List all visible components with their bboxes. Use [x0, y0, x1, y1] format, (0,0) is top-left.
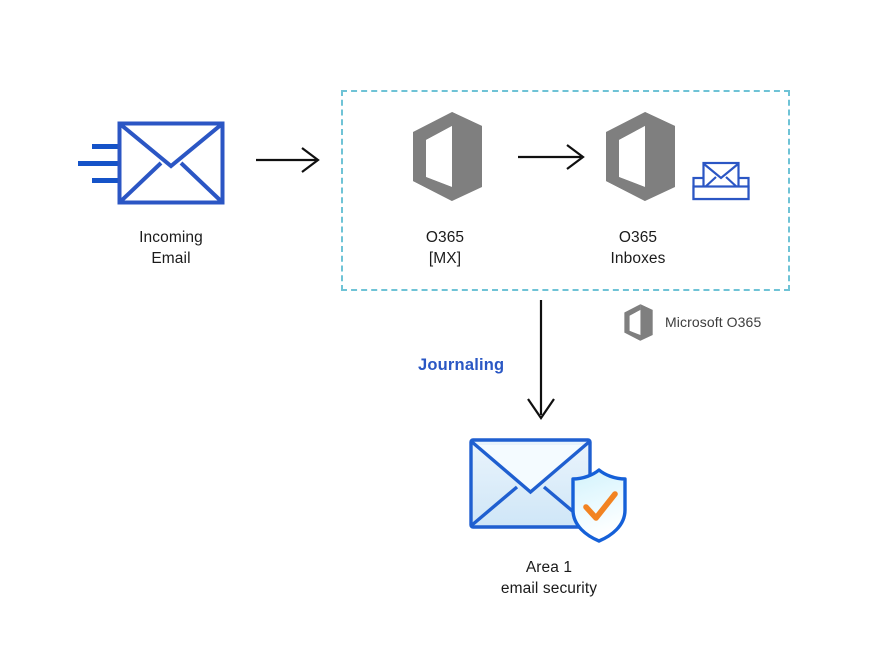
- o365-group-boundary: [341, 90, 790, 291]
- area1-label: Area 1 email security: [500, 559, 598, 597]
- arrow-right-icon: [518, 142, 588, 172]
- office-365-icon: [598, 109, 678, 204]
- arrow-down-icon: [524, 300, 560, 422]
- o365-inboxes-label: O365 Inboxes: [610, 229, 666, 267]
- legend-office-365-icon: [621, 303, 654, 342]
- motion-lines-icon: [74, 140, 122, 190]
- arrow-right-icon: [256, 145, 322, 175]
- envelope-icon: [117, 121, 225, 205]
- o365-mx-label: O365 [MX]: [425, 229, 465, 267]
- legend-label: Microsoft O365: [665, 314, 762, 330]
- incoming-email-label: Incoming Email: [139, 229, 203, 267]
- secure-email-shield-icon: [469, 434, 629, 544]
- inbox-envelope-icon: [692, 161, 750, 201]
- journaling-label: Journaling: [418, 356, 505, 374]
- office-365-icon: [405, 109, 485, 204]
